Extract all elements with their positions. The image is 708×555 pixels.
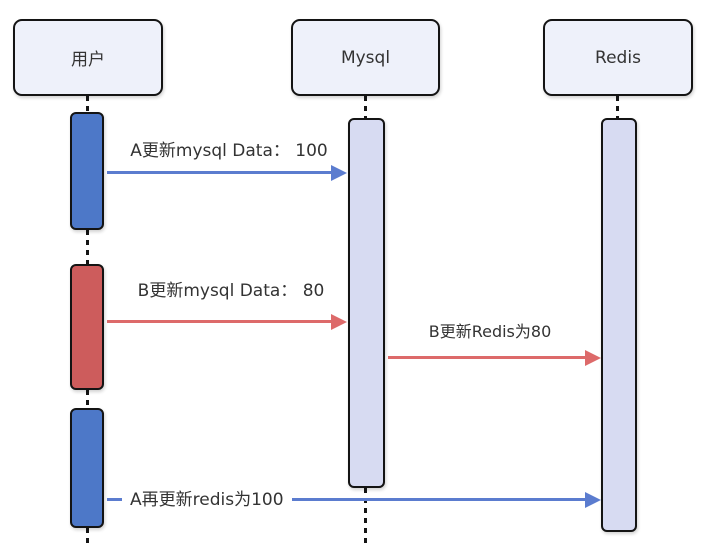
actor-box-user: 用户 [13, 19, 163, 96]
activation-bar-user-a2 [70, 408, 104, 528]
arrowhead-right-icon [331, 314, 347, 330]
message-3-line [388, 356, 586, 359]
activation-bar-user-a1 [70, 112, 104, 230]
actor-box-redis: Redis [543, 19, 693, 96]
activation-bar-mysql [348, 118, 385, 488]
message-1-label: A更新mysql Data： 100 [130, 141, 328, 161]
message-1-line [107, 171, 332, 174]
actor-label-mysql: Mysql [340, 47, 391, 68]
activation-bar-user-b [70, 264, 104, 390]
message-2-line [107, 320, 332, 323]
arrowhead-right-icon [331, 165, 347, 181]
lifeline-mysql [364, 488, 367, 548]
message-4-line [107, 498, 586, 501]
actor-label-user: 用户 [71, 50, 105, 70]
arrowhead-right-icon [585, 492, 601, 508]
lifeline-user [86, 96, 89, 112]
lifeline-user [86, 390, 89, 408]
actor-box-mysql: Mysql [291, 19, 440, 96]
lifeline-user [86, 230, 89, 264]
activation-bar-redis [601, 118, 637, 532]
lifeline-redis [616, 96, 619, 118]
message-3-label: B更新Redis为80 [428, 322, 552, 341]
message-4-label: A再更新redis为100 [122, 489, 292, 511]
actor-label-redis: Redis [595, 47, 641, 68]
arrowhead-right-icon [585, 350, 601, 366]
message-2-label: B更新mysql Data： 80 [137, 281, 325, 301]
lifeline-mysql [364, 96, 367, 118]
lifeline-user [86, 528, 89, 548]
